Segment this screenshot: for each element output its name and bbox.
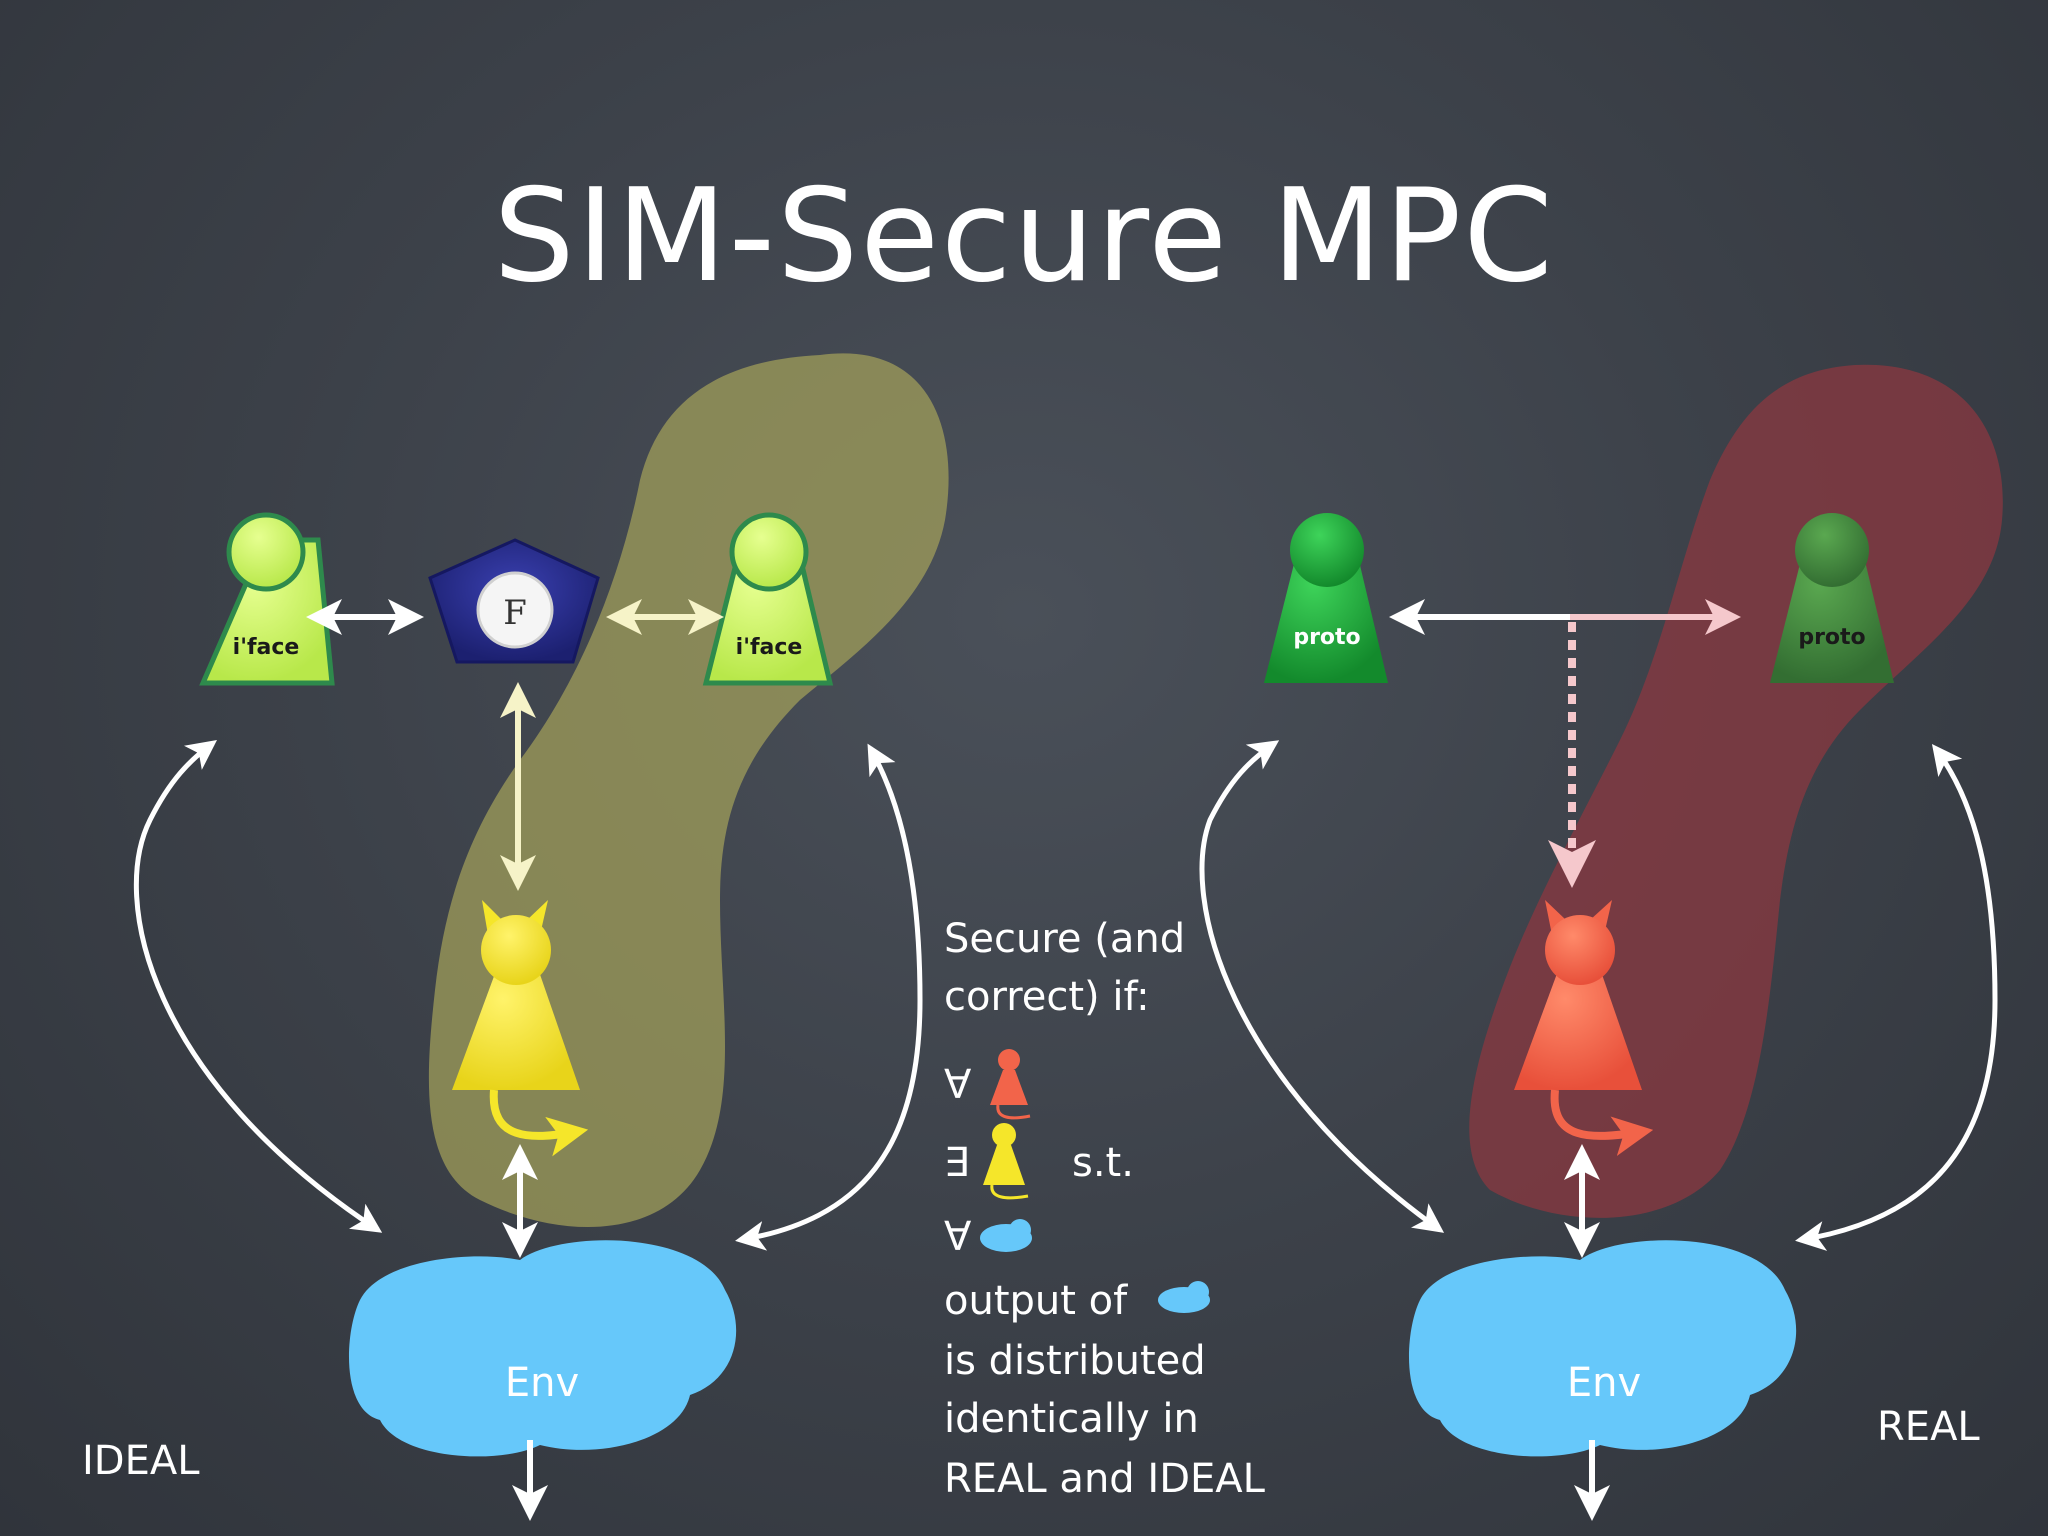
arrow-real-env-to-party-left bbox=[1199, 740, 1445, 1233]
functionality-label: F bbox=[503, 593, 527, 633]
real-party-left-label: proto bbox=[1293, 625, 1360, 650]
ideal-adversary-icon bbox=[452, 900, 589, 1157]
condition-line-identically: identically in bbox=[944, 1396, 1199, 1442]
real-label: REAL bbox=[1877, 1404, 1980, 1450]
small-env-cloud-icon bbox=[980, 1219, 1032, 1252]
ideal-party-right-label: i'face bbox=[736, 635, 803, 660]
real-adversary-icon bbox=[1514, 900, 1654, 1156]
small-env-cloud-icon-2 bbox=[1158, 1281, 1210, 1313]
functionality-icon: F bbox=[428, 538, 600, 664]
condition-line-final: REAL and IDEAL bbox=[944, 1456, 1266, 1502]
real-env-cloud: Env bbox=[1408, 1240, 1797, 1457]
ideal-corrupted-region bbox=[428, 353, 949, 1228]
ideal-env-label: Env bbox=[505, 1360, 579, 1406]
condition-output-of: output of bbox=[944, 1278, 1128, 1324]
ideal-party-left-label: i'face bbox=[233, 635, 300, 660]
such-that-label: s.t. bbox=[1072, 1140, 1134, 1186]
small-real-adversary-icon bbox=[990, 1049, 1031, 1120]
forall-env-symbol: ∀ bbox=[944, 1214, 972, 1260]
ideal-world: i'face F i'face bbox=[82, 353, 949, 1521]
arrow-real-env-to-party-right bbox=[1795, 744, 1998, 1251]
real-env-label: Env bbox=[1567, 1360, 1641, 1406]
ideal-env-cloud: Env bbox=[348, 1240, 737, 1457]
ideal-party-left-icon: i'face bbox=[199, 512, 335, 686]
forall-adversary-symbol: ∀ bbox=[944, 1062, 972, 1108]
small-ideal-adversary-icon bbox=[983, 1123, 1029, 1200]
condition-line-distributed: is distributed bbox=[944, 1338, 1206, 1384]
ideal-label: IDEAL bbox=[82, 1438, 200, 1484]
real-world: proto proto bbox=[1199, 364, 2003, 1521]
real-party-left-icon: proto bbox=[1264, 513, 1388, 683]
condition-line-2: correct) if: bbox=[944, 974, 1150, 1020]
real-party-right-label: proto bbox=[1798, 625, 1865, 650]
security-condition: Secure (and correct) if: ∀ ∃ s.t. ∀ bbox=[944, 916, 1266, 1502]
real-party-right-icon: proto bbox=[1770, 513, 1894, 683]
arrow-env-to-party-right bbox=[735, 743, 923, 1251]
arrow-env-to-party-left bbox=[133, 740, 383, 1233]
exists-simulator-symbol: ∃ bbox=[944, 1140, 969, 1186]
condition-line-1: Secure (and bbox=[944, 916, 1185, 962]
ideal-party-right-icon: i'face bbox=[702, 512, 834, 686]
slide-title: SIM-Secure MPC bbox=[493, 162, 1554, 311]
